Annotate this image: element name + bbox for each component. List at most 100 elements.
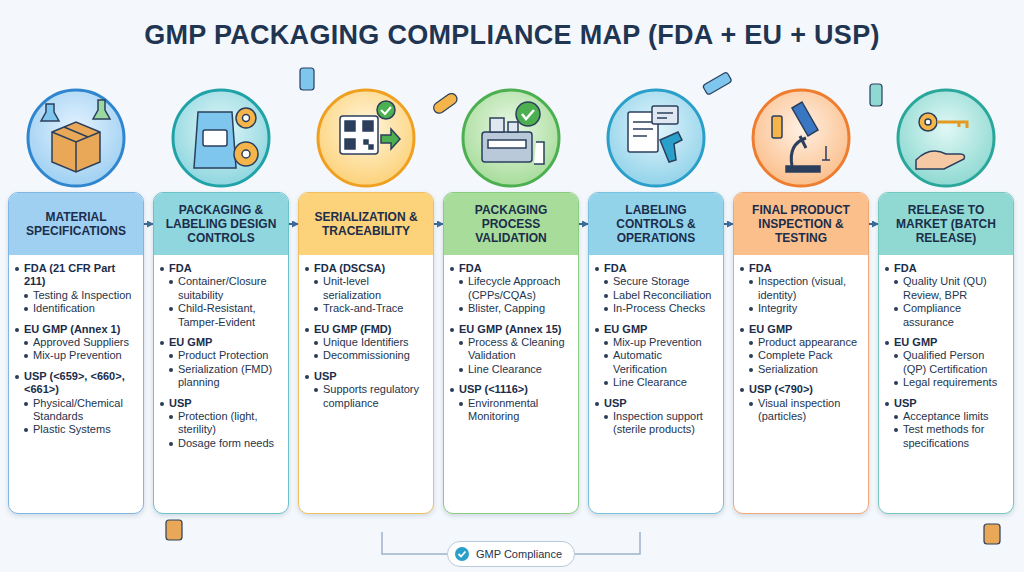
bullet-dot bbox=[450, 328, 454, 332]
requirement-item: Complete Pack bbox=[758, 349, 833, 362]
bullet-row: FDA bbox=[160, 262, 282, 275]
requirement-item: Testing & Inspection bbox=[33, 289, 131, 302]
bullet-dot bbox=[749, 280, 753, 284]
header-band: PACKAGING & LABELING DESIGN CONTROLS bbox=[154, 193, 288, 255]
stage-heading: FINAL PRODUCT INSPECTION & TESTING bbox=[740, 203, 862, 245]
flow-arrow bbox=[579, 223, 588, 225]
requirement-item: Line Clearance bbox=[468, 363, 542, 376]
bullet-dot bbox=[885, 402, 889, 406]
bullet-row: Process & Cleaning Validation bbox=[450, 336, 572, 363]
regulator-heading: FDA bbox=[169, 262, 192, 275]
bullet-row: EU GMP bbox=[885, 336, 1007, 349]
requirement-item: Legal requirements bbox=[903, 376, 997, 389]
bullet-dot bbox=[894, 428, 898, 432]
regulator-heading: FDA bbox=[894, 262, 917, 275]
bullet-row: EU GMP (Annex 1) bbox=[15, 323, 137, 336]
regulator-heading: EU GMP (Annex 1) bbox=[24, 323, 120, 336]
bullet-dot bbox=[885, 267, 889, 271]
stage-heading: LABELING CONTROLS & OPERATIONS bbox=[595, 203, 717, 245]
requirement-item: Identification bbox=[33, 302, 95, 315]
pouch-gears-icon bbox=[194, 108, 258, 168]
box-icon bbox=[41, 100, 110, 172]
stage-card: PACKAGING PROCESS VALIDATION FDALifecycle… bbox=[443, 192, 579, 514]
stage-card: SERIALIZATION & TRACEABILITYFDA (DSCSA)U… bbox=[298, 192, 434, 514]
regulator-heading: EU GMP bbox=[169, 336, 212, 349]
bullet-row: EU GMP (FMD) bbox=[305, 323, 427, 336]
bullet-dot bbox=[885, 341, 889, 345]
requirement-item: Unique Identifiers bbox=[323, 336, 409, 349]
bullet-row: USP bbox=[160, 397, 282, 410]
bullet-dot bbox=[604, 341, 608, 345]
stage-card: LABELING CONTROLS & OPERATIONS FDASecure … bbox=[588, 192, 724, 514]
bullet-dot bbox=[305, 267, 309, 271]
bullet-dot bbox=[314, 354, 318, 358]
card-body: FDAInspection (visual, identity)Integrit… bbox=[734, 255, 868, 431]
requirement-item: Approved Suppliers bbox=[33, 336, 129, 349]
bullet-dot bbox=[15, 375, 19, 379]
requirement-item: Process & Cleaning Validation bbox=[468, 336, 572, 363]
stage-heading: SERIALIZATION & TRACEABILITY bbox=[305, 210, 427, 238]
bullet-dot bbox=[740, 267, 744, 271]
bullet-row: Unique Identifiers bbox=[305, 336, 427, 349]
bullet-row: Product appearance bbox=[740, 336, 862, 349]
requirement-item: In-Process Checks bbox=[613, 302, 705, 315]
bullet-dot bbox=[24, 428, 28, 432]
bullet-dot bbox=[459, 341, 463, 345]
bullet-dot bbox=[894, 381, 898, 385]
bullet-row: Decommissioning bbox=[305, 349, 427, 362]
regulator-heading: FDA bbox=[749, 262, 772, 275]
bullet-dot bbox=[15, 328, 19, 332]
requirement-item: Automatic Verification bbox=[613, 349, 717, 376]
bullet-row: Mix-up Prevention bbox=[15, 349, 137, 362]
bullet-row: Track-and-Trace bbox=[305, 302, 427, 315]
requirement-item: Line Clearance bbox=[613, 376, 687, 389]
requirement-item: Integrity bbox=[758, 302, 797, 315]
bullet-dot bbox=[595, 267, 599, 271]
card-body: FDAQuality Unit (QU) Review, BPRComplian… bbox=[879, 255, 1013, 458]
card-body: FDA (DSCSA)Unit-level serializationTrack… bbox=[299, 255, 433, 418]
bullet-row: USP bbox=[885, 397, 1007, 410]
bullet-row: Complete Pack bbox=[740, 349, 862, 362]
pill-label: GMP Compliance bbox=[476, 548, 562, 560]
machine-icon bbox=[482, 102, 544, 164]
requirement-item: Dosage form needs bbox=[178, 437, 274, 450]
bullet-row: Physical/Chemical Standards bbox=[15, 397, 137, 424]
regulator-heading: USP bbox=[604, 397, 627, 410]
bullet-row: Inspection (visual, identity) bbox=[740, 275, 862, 302]
regulator-heading: EU GMP (Annex 15) bbox=[459, 323, 562, 336]
requirement-item: Physical/Chemical Standards bbox=[33, 397, 137, 424]
stage-heading: PACKAGING PROCESS VALIDATION bbox=[450, 203, 572, 245]
bullet-dot bbox=[169, 442, 173, 446]
header-band: MATERIAL SPECIFICATIONS bbox=[9, 193, 143, 255]
requirement-item: Qualified Person (QP) Certification bbox=[903, 349, 1007, 376]
bullet-dot bbox=[169, 354, 173, 358]
requirement-item: Mix-up Prevention bbox=[33, 349, 122, 362]
hand-key-icon bbox=[916, 113, 967, 169]
regulator-heading: FDA (DSCSA) bbox=[314, 262, 385, 275]
requirement-item: Mix-up Prevention bbox=[613, 336, 702, 349]
stage-heading: PACKAGING & LABELING DESIGN CONTROLS bbox=[160, 203, 282, 245]
requirement-item: Visual inspection (particles) bbox=[758, 397, 862, 424]
bullet-row: USP bbox=[305, 370, 427, 383]
bullet-dot bbox=[749, 368, 753, 372]
microscope-icon bbox=[772, 102, 830, 172]
requirement-item: Plastic Systems bbox=[33, 423, 111, 436]
bullet-row: Testing & Inspection bbox=[15, 289, 137, 302]
bullet-row: Protection (light, sterility) bbox=[160, 410, 282, 437]
stage-heading: RELEASE TO MARKET (BATCH RELEASE) bbox=[885, 203, 1007, 245]
bullet-dot bbox=[749, 341, 753, 345]
flow-arrow bbox=[724, 223, 733, 225]
bullet-row: Container/Closure suitability bbox=[160, 275, 282, 302]
requirement-item: Serialization bbox=[758, 363, 818, 376]
header-band: FINAL PRODUCT INSPECTION & TESTING bbox=[734, 193, 868, 255]
card-body: FDASecure StorageLabel ReconciliationIn-… bbox=[589, 255, 723, 445]
bullet-dot bbox=[169, 307, 173, 311]
card-body: FDALifecycle Approach (CPPs/CQAs)Blister… bbox=[444, 255, 578, 431]
bullet-row: Secure Storage bbox=[595, 275, 717, 288]
bullet-dot bbox=[749, 402, 753, 406]
requirement-item: Quality Unit (QU) Review, BPR bbox=[903, 275, 1007, 302]
bullet-dot bbox=[459, 280, 463, 284]
regulator-heading: EU GMP bbox=[894, 336, 937, 349]
bullet-dot bbox=[740, 388, 744, 392]
bullet-dot bbox=[894, 415, 898, 419]
